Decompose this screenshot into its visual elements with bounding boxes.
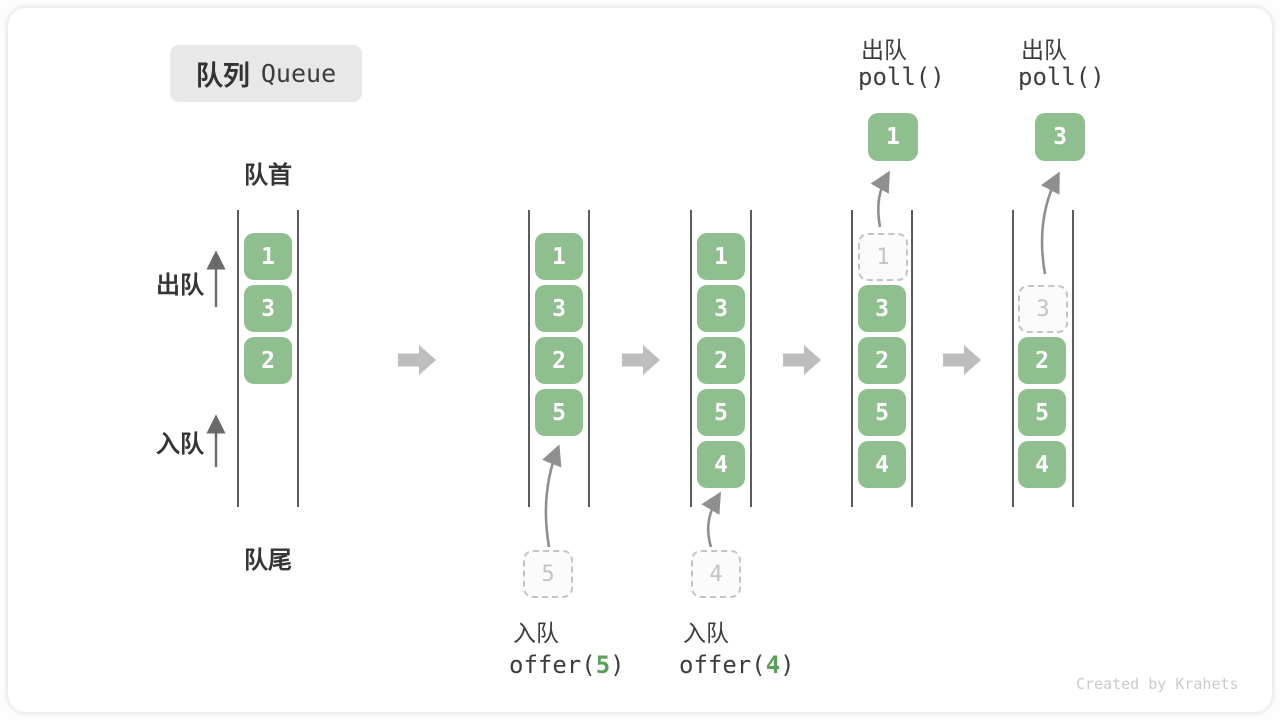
code-pre: offer( [509, 651, 596, 679]
code-pre: offer( [679, 651, 766, 679]
enqueue-side-label: 入队 [156, 431, 204, 458]
code-arg: 4 [765, 651, 781, 679]
ghost-element: 3 [1018, 285, 1068, 333]
queue-element: 5 [535, 389, 583, 436]
dequeue-op-label: 出队 [861, 37, 907, 63]
title-en: Queue [260, 59, 337, 88]
code-post: ) [610, 651, 625, 679]
queue-element: 2 [244, 337, 292, 384]
dequeue-op-label: 出队 [1021, 37, 1067, 63]
code-arg: 5 [595, 651, 611, 679]
queue-front-label: 队首 [244, 162, 292, 189]
dequeue-op-code: poll() [1018, 63, 1105, 91]
enqueue-op-label: 入队 [683, 620, 729, 646]
dequeue-op-code: poll() [858, 63, 945, 91]
queue-element: 5 [697, 389, 745, 436]
queue-element: 3 [697, 285, 745, 332]
dequeued-element: 1 [868, 113, 918, 161]
queue-element: 5 [1018, 389, 1066, 436]
queue-element: 2 [1018, 337, 1066, 384]
queue-element: 3 [535, 285, 583, 332]
rail [237, 210, 239, 507]
queue-element: 5 [858, 389, 906, 436]
title-badge: 队列 Queue [170, 45, 362, 102]
queue-element: 2 [697, 337, 745, 384]
queue-element: 2 [535, 337, 583, 384]
queue-element: 4 [1018, 441, 1066, 488]
code-post: ) [780, 651, 795, 679]
queue-element: 3 [858, 285, 906, 332]
queue-element: 1 [535, 233, 583, 280]
diagram-card [8, 8, 1272, 712]
enqueue-op-label: 入队 [513, 620, 559, 646]
enqueue-op-code: offer(5) [509, 651, 625, 679]
rail [690, 210, 692, 507]
incoming-element: 4 [691, 550, 741, 598]
rail [528, 210, 530, 507]
dequeue-side-label: 出队 [156, 272, 204, 299]
rail [750, 210, 752, 507]
queue-element: 4 [858, 441, 906, 488]
title-zh: 队列 [195, 61, 250, 91]
rail [911, 210, 913, 507]
incoming-element: 5 [523, 550, 573, 598]
queue-element: 4 [697, 441, 745, 488]
dequeued-element: 3 [1035, 113, 1085, 161]
queue-rear-label: 队尾 [244, 547, 292, 574]
ghost-element: 1 [858, 233, 908, 281]
watermark: Created by Krahets [1076, 675, 1239, 693]
rail [588, 210, 590, 507]
queue-element: 3 [244, 285, 292, 332]
queue-element: 2 [858, 337, 906, 384]
rail [1072, 210, 1074, 507]
enqueue-op-code: offer(4) [679, 651, 795, 679]
queue-element: 1 [244, 233, 292, 280]
rail [1012, 210, 1014, 507]
rail [851, 210, 853, 507]
queue-element: 1 [697, 233, 745, 280]
rail [297, 210, 299, 507]
